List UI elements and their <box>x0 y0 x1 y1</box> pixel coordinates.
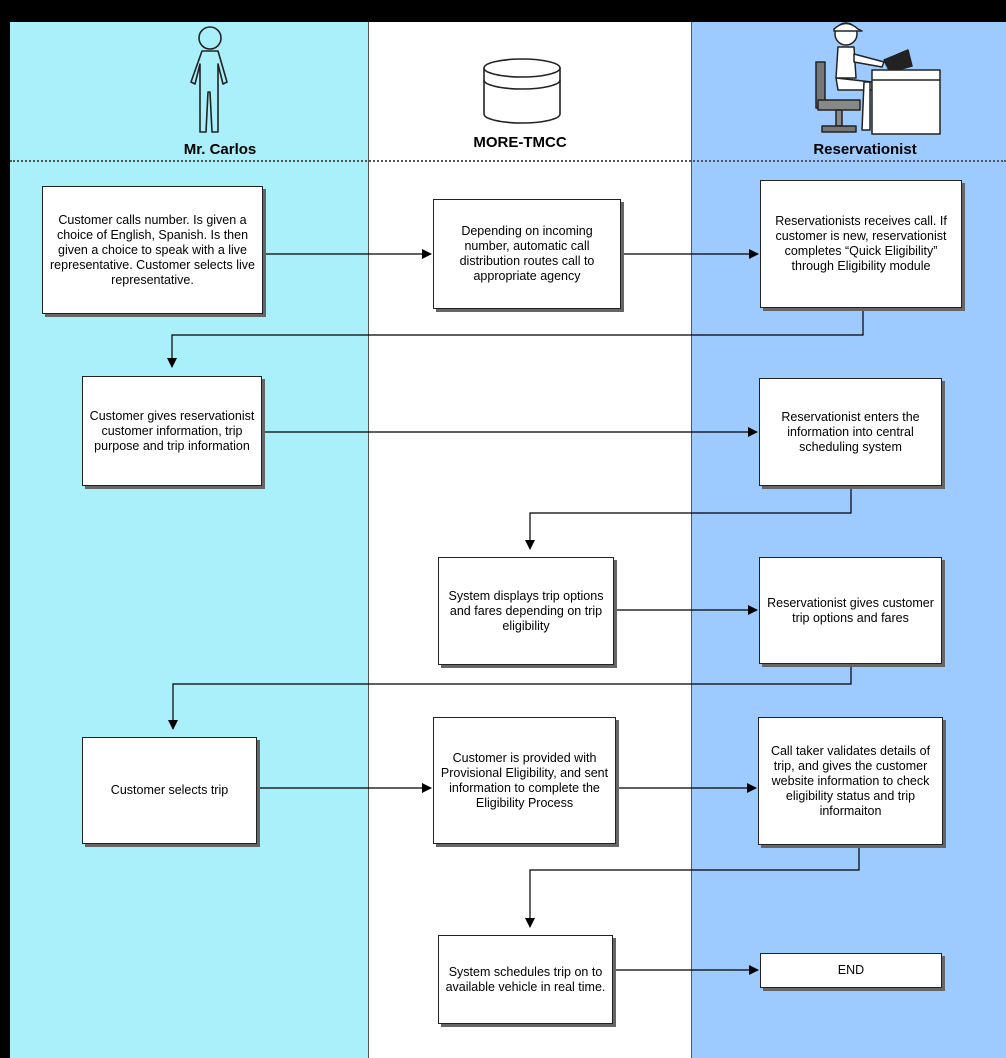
step-text: Customer gives reservationist customer i… <box>89 408 255 453</box>
step-enter-information: Reservationist enters the information in… <box>759 378 942 486</box>
step-customer-gives-info: Customer gives reservationist customer i… <box>82 376 262 486</box>
arrow-receive-to-give-info <box>167 308 864 368</box>
reservationist-at-desk-icon <box>815 22 941 135</box>
step-customer-calls: Customer calls number. Is given a choice… <box>42 186 263 314</box>
lane-divider <box>691 22 692 1058</box>
step-text: Reservationists receives call. If custom… <box>775 214 947 273</box>
step-reservationist-receives-call: Reservationists receives call. If custom… <box>760 180 962 308</box>
step-gives-trip-options: Reservationist gives customer trip optio… <box>759 557 942 664</box>
lane-title-customer: Mr. Carlos <box>183 141 257 158</box>
step-text: System displays trip options and fares d… <box>448 588 604 633</box>
step-end: END <box>760 953 942 988</box>
step-call-routing: Depending on incoming number, automatic … <box>433 199 621 309</box>
step-text: Reservationist enters the information in… <box>781 409 920 454</box>
arrow-validate-to-schedule <box>525 845 860 928</box>
step-text: Customer calls number. Is given a choice… <box>50 212 255 287</box>
step-text: System schedules trip on to available ve… <box>445 964 606 994</box>
database-icon <box>483 58 561 124</box>
lane-title-system: MORE-TMCC <box>473 134 567 151</box>
header-divider <box>10 160 1006 162</box>
step-text: END <box>837 963 865 977</box>
step-text: Call taker validates details of trip, an… <box>770 743 931 818</box>
lane-divider <box>368 22 369 1058</box>
step-customer-selects-trip: Customer selects trip <box>82 737 257 844</box>
step-text: Reservationist gives customer trip optio… <box>767 595 934 625</box>
step-system-schedules-trip: System schedules trip on to available ve… <box>438 935 613 1024</box>
step-call-taker-validates: Call taker validates details of trip, an… <box>758 717 943 845</box>
lane-title-reservationist: Reservationist <box>813 141 917 158</box>
step-system-displays-options: System displays trip options and fares d… <box>438 557 614 665</box>
step-provisional-eligibility: Customer is provided with Provisional El… <box>433 717 616 844</box>
arrow-options-to-select <box>168 664 852 730</box>
person-icon <box>190 26 228 133</box>
step-text: Customer is provided with Provisional El… <box>440 750 609 810</box>
arrow-enter-info-to-display <box>525 486 852 550</box>
step-text: Customer selects trip <box>110 783 229 797</box>
step-text: Depending on incoming number, automatic … <box>459 224 595 283</box>
